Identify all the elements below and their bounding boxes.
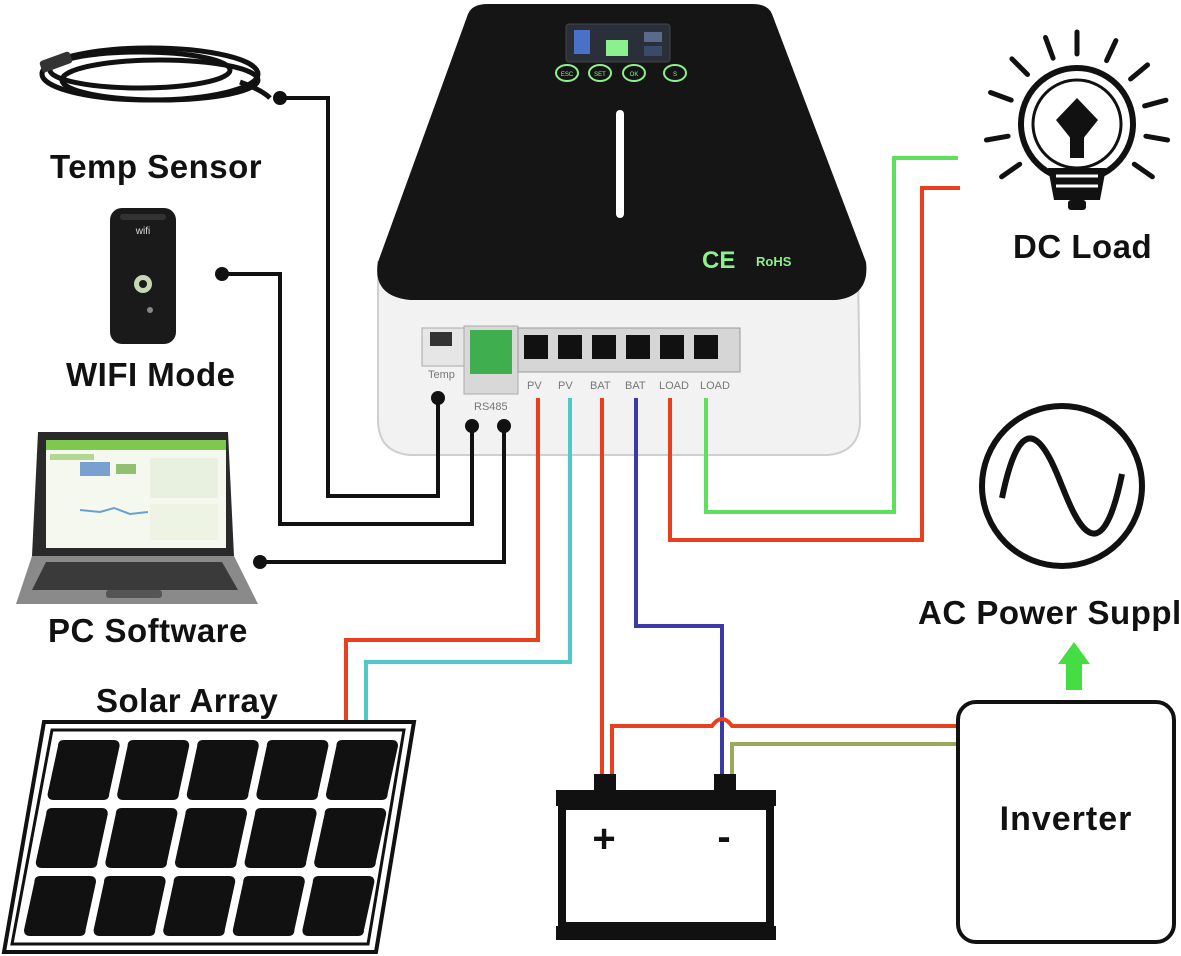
load-positive-wire	[668, 186, 960, 542]
wifi-wire	[222, 272, 474, 526]
port-label-bat-positive: BAT	[590, 380, 611, 392]
laptop-icon	[16, 432, 258, 604]
wifi-wire-end	[215, 267, 229, 281]
pv-negative-wire	[364, 398, 572, 722]
bulb-ray	[1143, 133, 1171, 143]
signal-wires	[222, 96, 506, 564]
terminal-block	[524, 335, 718, 359]
pv-positive-wire	[344, 398, 540, 722]
solar-array-label: Solar Array	[96, 682, 279, 719]
solar-cell	[302, 876, 375, 936]
controller-button-ok[interactable]: OK	[622, 64, 646, 82]
solar-cell	[314, 808, 387, 868]
solar-cell	[93, 876, 166, 936]
ac-source-icon	[979, 403, 1145, 569]
rs485-plug-1	[465, 419, 479, 433]
solar-cell	[117, 740, 190, 800]
port-label-bat-negative: BAT	[625, 380, 646, 392]
controller-buttons: ESC SET OK S	[555, 64, 687, 82]
svg-text:S: S	[673, 72, 677, 78]
wifi-mode-label: WIFI Mode	[66, 356, 236, 393]
bulb-rays	[983, 29, 1171, 180]
svg-text:ESC: ESC	[561, 72, 574, 78]
solar-cell	[47, 740, 120, 800]
rohs-mark: RoHS	[756, 254, 792, 269]
port-label-load-positive: LOAD	[659, 380, 689, 392]
light-bulb-icon	[983, 29, 1171, 210]
rs485-plug-2	[497, 419, 511, 433]
solar-cell	[35, 808, 108, 868]
svg-text:OK: OK	[630, 72, 639, 78]
bulb-ray	[1128, 62, 1150, 82]
inverter-positive-wire	[610, 717, 958, 774]
pc-wire	[260, 426, 506, 564]
solar-cell	[186, 740, 259, 800]
battery-positive-symbol: +	[592, 817, 615, 861]
port-label-pv-negative: PV	[558, 380, 573, 392]
solar-cell	[244, 808, 317, 868]
temp-sensor-probe	[39, 51, 73, 73]
bulb-ray	[999, 161, 1023, 180]
load-negative-wire	[704, 156, 958, 514]
solar-cell	[256, 740, 329, 800]
dc-load-label: DC Load	[1013, 228, 1153, 265]
temp-sensor-cable-icon	[39, 45, 272, 103]
port-label-pv-positive: PV	[527, 380, 542, 392]
bulb-ray	[988, 90, 1014, 103]
ac-power-supply-label: AC Power Supply	[918, 594, 1181, 631]
solar-cell	[24, 876, 97, 936]
rs485-port-label: RS485	[474, 401, 508, 413]
controller-light-bar	[616, 110, 624, 218]
bulb-ray	[1142, 97, 1169, 109]
controller-button-esc[interactable]: ESC	[555, 64, 579, 82]
svg-text:SET: SET	[594, 72, 606, 78]
battery-icon: + -	[556, 774, 776, 940]
inverter-negative-wire	[730, 742, 958, 774]
svg-text:wifi: wifi	[135, 226, 150, 237]
bulb-ray	[1131, 161, 1155, 180]
wifi-module-icon: wifi	[110, 208, 176, 344]
inverter-box	[956, 700, 1176, 944]
solar-cells	[24, 740, 398, 936]
solar-charge-controller: ESC SET OK S CE RoHS	[377, 4, 867, 456]
bulb-ray	[1009, 56, 1030, 77]
temp-port-plug	[431, 391, 445, 405]
power-wires	[344, 156, 960, 774]
temp-sensor-label: Temp Sensor	[50, 148, 263, 185]
bulb-ray	[983, 133, 1011, 143]
bat-negative-wire	[634, 398, 724, 774]
ac-output-arrow-icon	[1058, 642, 1090, 690]
bulb-ray	[1104, 38, 1119, 64]
solar-cell	[174, 808, 248, 868]
solar-panel-icon	[1, 720, 417, 954]
battery-negative-symbol: -	[717, 815, 730, 859]
solar-cell	[325, 740, 398, 800]
temp-sensor-wire-end	[273, 91, 287, 105]
bulb-ray	[1043, 35, 1056, 61]
pc-software-label: PC Software	[48, 612, 248, 649]
ce-mark: CE	[702, 247, 735, 274]
solar-cell	[232, 876, 305, 936]
solar-cell	[105, 808, 178, 868]
solar-cell	[163, 876, 236, 936]
pc-wire-end	[253, 555, 267, 569]
port-label-load-negative: LOAD	[700, 380, 730, 392]
controller-button-set[interactable]: SET	[588, 64, 612, 82]
temp-port-label: Temp	[428, 369, 455, 381]
inverter-label: Inverter	[1000, 800, 1133, 838]
controller-button-s[interactable]: S	[663, 64, 687, 82]
temp-sensor-wire	[280, 96, 440, 498]
